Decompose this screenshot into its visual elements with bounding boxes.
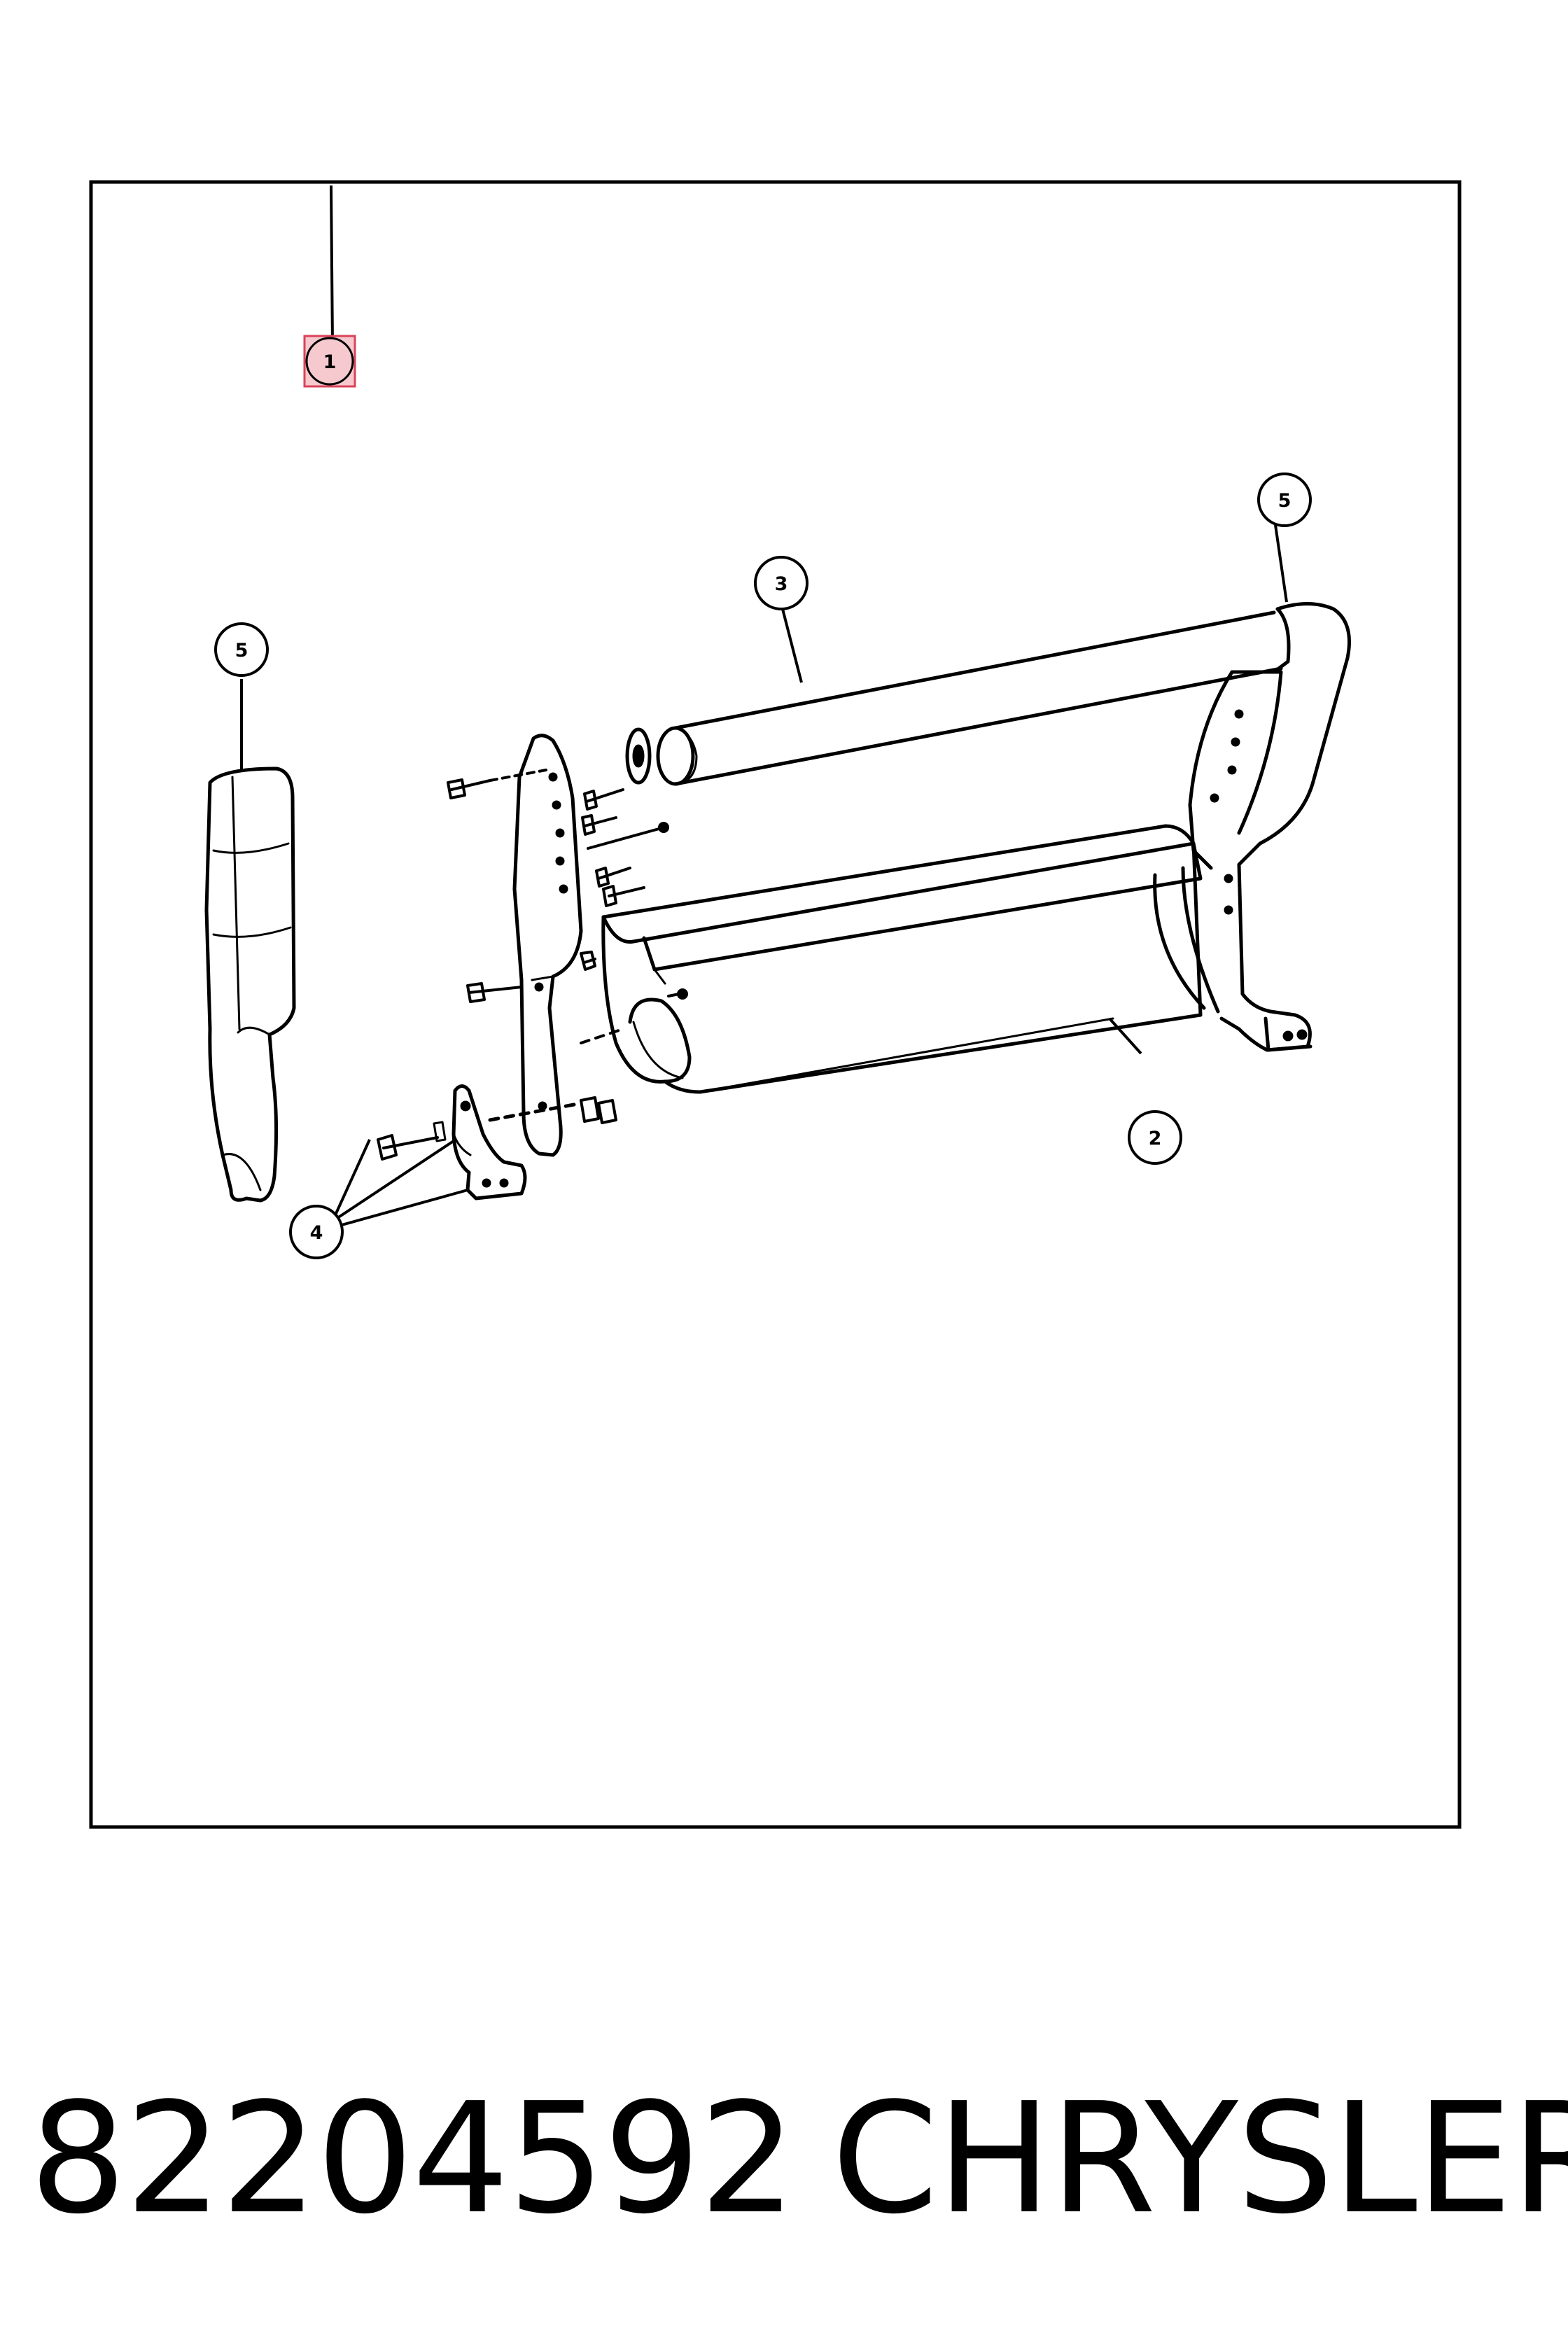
right-upright — [1153, 602, 1351, 1052]
callout-3-label: 3 — [775, 573, 788, 595]
callout-1-leader — [330, 185, 334, 345]
brand-name: CHRYSLER — [832, 2071, 1568, 2248]
callout-3-leader — [781, 608, 803, 683]
callout-5-left-label: 5 — [235, 640, 248, 662]
callout-2-label: 2 — [1149, 1128, 1162, 1149]
callout-4-circle — [289, 1205, 344, 1259]
callout-5-right-label: 5 — [1278, 490, 1292, 512]
left-bracket — [512, 734, 583, 1157]
callout-5-right[interactable]: 5 — [1257, 472, 1312, 527]
part-caption: 82204592 CHRYSLER — [0, 2068, 1568, 2250]
callout-1-circle — [305, 337, 354, 386]
mounting-bracket — [377, 1084, 617, 1200]
callout-5-left-circle — [214, 622, 269, 677]
callout-4-leader-c — [341, 1189, 468, 1226]
callout-3[interactable]: 3 — [754, 556, 808, 610]
diagram-frame — [89, 180, 1462, 1829]
callout-1-label: 1 — [323, 351, 337, 373]
callout-5b-leader — [1274, 524, 1288, 603]
left-end-cap — [204, 766, 296, 1203]
callout-4[interactable]: 4 — [289, 1205, 344, 1259]
assembly-drawing — [204, 602, 1351, 1203]
callout-5-left[interactable]: 5 — [214, 622, 269, 677]
callout-4-leader-b — [336, 1140, 455, 1219]
callout-2[interactable]: 2 — [1128, 1110, 1182, 1165]
tube-washer — [625, 727, 652, 785]
main-beam — [601, 824, 1203, 1094]
leader-lines — [240, 524, 1288, 1226]
part-number: 82204592 — [29, 2071, 797, 2248]
bolts — [447, 769, 688, 1044]
callout-4-label: 4 — [310, 1222, 323, 1244]
callout-4-leader-a — [333, 1139, 371, 1217]
callout-1[interactable]: 1 — [303, 335, 356, 388]
callout-2-circle — [1128, 1110, 1182, 1165]
callout-2-leader — [1108, 1017, 1142, 1055]
callout-5-right-circle — [1257, 472, 1312, 527]
callout-3-circle — [754, 556, 808, 610]
top-tube — [656, 610, 1283, 786]
